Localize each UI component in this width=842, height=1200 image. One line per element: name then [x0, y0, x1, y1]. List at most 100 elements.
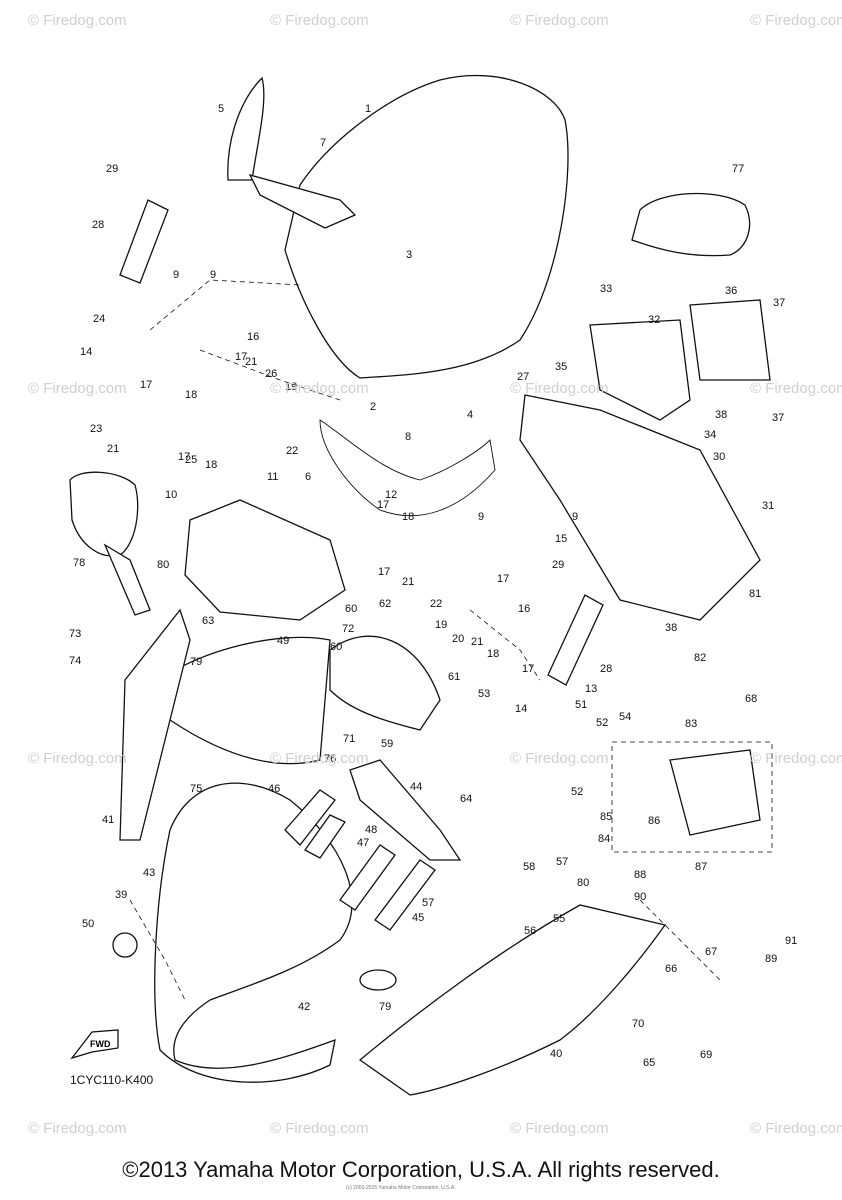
callout-35: 35	[555, 361, 567, 373]
watermark: © Firedog.com	[270, 380, 369, 397]
bracket-36	[689, 299, 771, 381]
callout-17: 17	[140, 379, 152, 391]
callout-85: 85	[600, 811, 612, 823]
watermark: © Firedog.com	[28, 12, 127, 29]
callout-75: 75	[190, 783, 202, 795]
callout-80: 80	[577, 877, 589, 889]
callout-79: 79	[379, 1001, 391, 1013]
callout-47: 47	[357, 837, 369, 849]
callout-31: 31	[762, 500, 774, 512]
windshield-bracket-7	[248, 173, 357, 229]
watermark: © Firedog.com	[510, 12, 609, 29]
callout-37: 37	[772, 412, 784, 424]
callout-9: 9	[478, 511, 484, 523]
callout-62: 62	[379, 598, 391, 610]
side-cowling-40	[358, 904, 667, 1096]
callout-17: 17	[522, 663, 534, 675]
callout-63: 63	[202, 615, 214, 627]
callout-18: 18	[402, 511, 414, 523]
grommet-79	[359, 969, 397, 991]
ecu-box	[669, 749, 761, 836]
callout-69: 69	[700, 1049, 712, 1061]
callout-54: 54	[619, 711, 631, 723]
watermark: © Firedog.com	[28, 1120, 127, 1137]
callout-68: 68	[745, 693, 757, 705]
callout-21: 21	[402, 576, 414, 588]
callout-7: 7	[320, 137, 326, 149]
watermark: © Firedog.com	[510, 380, 609, 397]
callout-13: 13	[585, 683, 597, 695]
callout-33: 33	[600, 283, 612, 295]
callout-56: 56	[524, 925, 536, 937]
watermark: © Firedog.com	[28, 750, 127, 767]
callout-82: 82	[694, 652, 706, 664]
callout-38: 38	[665, 622, 677, 634]
callout-6: 6	[305, 471, 311, 483]
callout-14: 14	[80, 346, 92, 358]
diagram-code: 1CYC110-K400	[70, 1073, 154, 1087]
callout-80: 80	[157, 559, 169, 571]
callout-78: 78	[73, 557, 85, 569]
watermark: © Firedog.com	[750, 12, 842, 29]
callout-51: 51	[575, 699, 587, 711]
callout-2: 2	[370, 401, 376, 413]
callout-27: 27	[517, 371, 529, 383]
callout-89: 89	[765, 953, 777, 965]
callout-15: 15	[555, 533, 567, 545]
callout-21: 21	[471, 636, 483, 648]
watermark: © Firedog.com	[750, 750, 842, 767]
watermark: © Firedog.com	[510, 1120, 609, 1137]
callout-83: 83	[685, 718, 697, 730]
stay-8	[319, 419, 496, 517]
callout-72: 72	[342, 623, 354, 635]
callout-8: 8	[405, 431, 411, 443]
emblem-50	[112, 932, 138, 958]
fine-print: (c) 2003-2015 Yamaha Motor Corporation, …	[346, 1185, 456, 1191]
fwd-label: FWD	[90, 1039, 111, 1049]
callout-46: 46	[268, 783, 280, 795]
side-cover-41	[119, 608, 191, 841]
callout-26: 26	[265, 368, 277, 380]
callout-10: 10	[165, 489, 177, 501]
callout-22: 22	[430, 598, 442, 610]
callout-65: 65	[643, 1057, 655, 1069]
callout-60: 60	[345, 603, 357, 615]
callout-87: 87	[695, 861, 707, 873]
callout-59: 59	[381, 738, 393, 750]
callout-11: 11	[267, 471, 278, 483]
panel-59	[329, 635, 441, 731]
callout-22: 22	[286, 445, 298, 457]
callout-52: 52	[596, 717, 608, 729]
mirror-78	[69, 471, 139, 557]
watermark: © Firedog.com	[750, 380, 842, 397]
watermark: © Firedog.com	[750, 1120, 842, 1137]
trim-strip-28-left	[119, 199, 169, 284]
callout-17: 17	[377, 499, 389, 511]
callout-3: 3	[406, 249, 412, 261]
copyright-notice: ©2013 Yamaha Motor Corporation, U.S.A. A…	[122, 1157, 720, 1182]
callout-29: 29	[552, 559, 564, 571]
callout-38: 38	[715, 409, 727, 421]
callout-44: 44	[410, 781, 422, 793]
callout-77: 77	[732, 163, 744, 175]
watermark: © Firedog.com	[510, 750, 609, 767]
callout-17: 17	[378, 566, 390, 578]
callout-70: 70	[632, 1018, 644, 1030]
callout-14: 14	[515, 703, 527, 715]
callout-79: 79	[190, 656, 202, 668]
callout-16: 16	[518, 603, 530, 615]
callout-18: 18	[487, 648, 499, 660]
callout-43: 43	[143, 867, 155, 879]
duct-44	[349, 759, 462, 861]
callout-17: 17	[497, 573, 509, 585]
callout-5: 5	[218, 103, 224, 115]
callout-19: 19	[435, 619, 447, 631]
callout-25: 25	[185, 454, 197, 466]
callout-34: 34	[704, 429, 716, 441]
watermark: © Firedog.com	[28, 380, 127, 397]
callout-40: 40	[550, 1048, 562, 1060]
callout-17: 17	[178, 451, 190, 463]
meter-assembly-10	[184, 499, 346, 621]
callout-32: 32	[648, 314, 660, 326]
